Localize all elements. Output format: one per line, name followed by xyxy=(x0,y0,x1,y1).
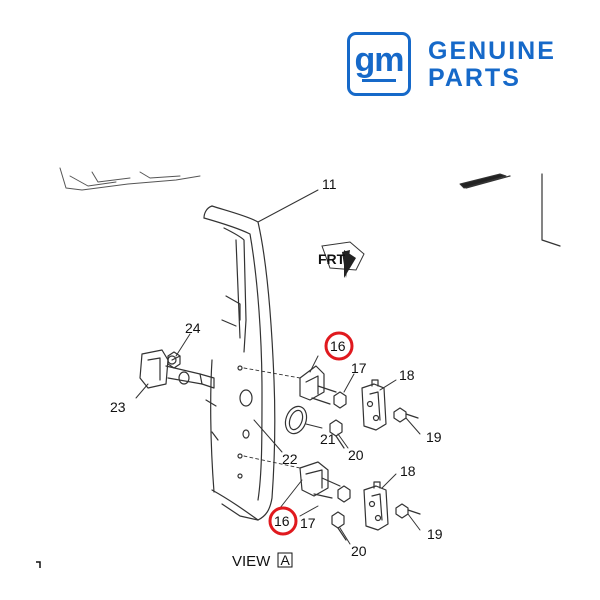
front-direction-label: FRT xyxy=(318,251,346,267)
brand-line-parts: PARTS xyxy=(428,64,521,92)
lower-bolt-17 xyxy=(337,485,351,503)
grommet-part xyxy=(284,405,308,435)
corner-mark xyxy=(36,561,41,568)
callout-21: 21 xyxy=(320,431,336,447)
view-letter-box xyxy=(277,552,293,568)
callout-20-lower: 20 xyxy=(351,543,367,559)
view-letter: A xyxy=(281,552,291,568)
lower-hinge-body-half xyxy=(299,461,341,499)
door-check-strap xyxy=(139,349,215,389)
upper-bolt-19 xyxy=(393,407,419,423)
brand-wordmark: GENUINE PARTS xyxy=(428,38,556,92)
callout-19-lower: 19 xyxy=(427,526,443,542)
callout-22: 22 xyxy=(282,451,298,467)
callout-17-upper: 17 xyxy=(351,360,367,376)
nut-24 xyxy=(167,351,181,369)
callout-20-upper: 20 xyxy=(348,447,364,463)
highlight-circle-upper xyxy=(324,331,354,361)
callout-11: 11 xyxy=(322,176,337,192)
upper-hinge-body-half xyxy=(299,365,337,405)
callout-18-upper: 18 xyxy=(399,367,415,383)
genuine-parts-brand: gm GENUINE PARTS xyxy=(347,32,577,100)
callout-17-lower: 17 xyxy=(300,515,316,531)
gm-logo-underline xyxy=(362,79,396,82)
lower-bolt-19 xyxy=(395,503,421,519)
upper-hinge-door-half xyxy=(361,379,387,431)
vehicle-fragment-top-right xyxy=(459,173,561,247)
callout-16-upper: 16 xyxy=(330,338,346,354)
view-a-label: VIEW A xyxy=(232,552,293,570)
callout-19-upper: 19 xyxy=(426,429,442,445)
front-direction-arrow: FRT xyxy=(318,241,365,278)
gm-logo-text: gm xyxy=(354,41,405,79)
lower-hinge-door-half xyxy=(363,481,389,531)
highlight-circle-lower xyxy=(268,506,298,536)
gm-logo: gm xyxy=(347,32,411,96)
callout-23: 23 xyxy=(110,399,126,415)
view-label-text: VIEW xyxy=(232,553,271,570)
upper-bolt-17 xyxy=(333,391,347,409)
callout-18-lower: 18 xyxy=(400,463,416,479)
callout-24: 24 xyxy=(185,320,201,336)
leader-lines xyxy=(135,189,421,545)
brand-line-genuine: GENUINE xyxy=(428,37,556,65)
vehicle-fragment-top-left xyxy=(59,167,201,191)
callout-16-lower: 16 xyxy=(274,513,290,529)
upper-bolt-20 xyxy=(329,419,345,449)
lower-bolt-20 xyxy=(331,511,347,541)
door-pillar-panel xyxy=(203,205,301,521)
